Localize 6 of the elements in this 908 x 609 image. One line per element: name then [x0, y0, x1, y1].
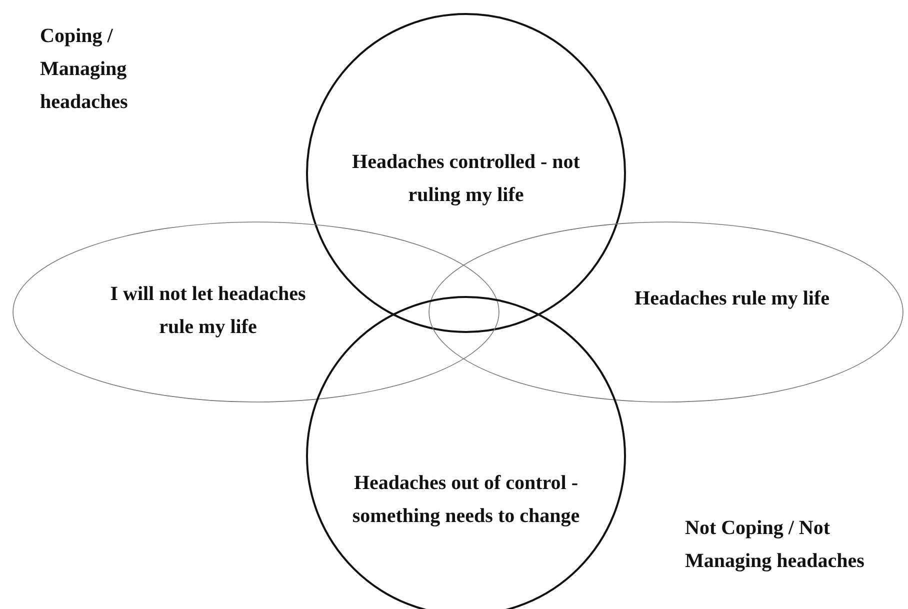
region-label: Headaches rule my life	[634, 286, 830, 312]
region-label: Headaches out of control - something needs to change	[351, 471, 581, 529]
region-label: Headaches controlled - not ruling my life	[351, 150, 581, 208]
region-label: I will not let headaches rule my life	[109, 282, 307, 340]
corner-label: Not Coping / Not Managing headaches	[685, 516, 866, 574]
corner-label: Coping / Managing headaches	[40, 24, 129, 115]
